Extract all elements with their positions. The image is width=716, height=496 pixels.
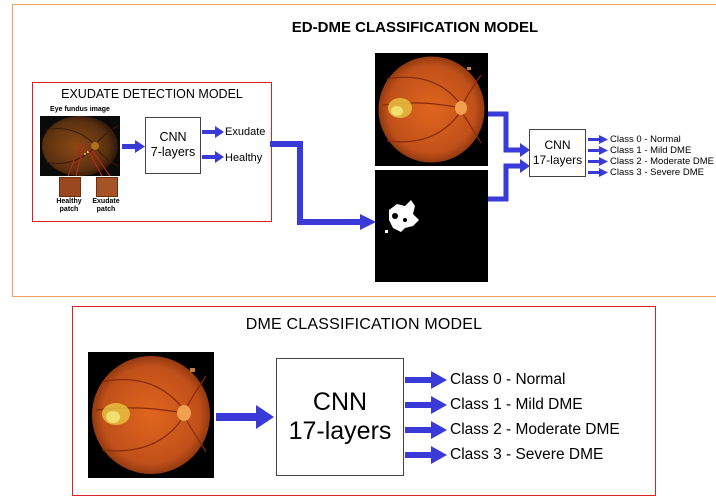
cnn17-top-line2: 17-layers xyxy=(532,153,583,167)
top-class-0: Class 0 - Normal xyxy=(610,134,681,145)
cnn-7-layers-box: CNN 7-layers xyxy=(145,117,201,174)
top-class-2: Class 2 - Moderate DME xyxy=(610,156,715,167)
cnn17-bottom-line1: CNN xyxy=(312,388,368,416)
cnn-17-layers-box-bottom: CNN 17-layers xyxy=(276,358,404,476)
arrow-retina-to-cnn xyxy=(216,405,274,429)
arrow-exudate-to-mask xyxy=(270,141,376,230)
healthy-patch-label: Healthy patch xyxy=(56,198,82,213)
arrows-top-classes xyxy=(588,135,608,177)
arrows-bottom-classes xyxy=(405,371,447,464)
cnn17-bottom-line2: 17-layers xyxy=(288,417,392,445)
arrow-to-healthy xyxy=(202,151,224,163)
healthy-patch-image xyxy=(59,177,81,197)
cnn-17-layers-box-top: CNN 17-layers xyxy=(529,129,586,177)
cnn7-line2: 7-layers xyxy=(150,145,196,159)
top-class-3: Class 3 - Severe DME xyxy=(610,167,704,178)
bottom-class-3: Class 3 - Severe DME xyxy=(450,446,604,463)
arrow-fundus-to-cnn xyxy=(122,140,145,153)
cnn7-line1: CNN xyxy=(159,130,187,144)
arrows-to-cnn17 xyxy=(488,111,530,202)
bottom-class-2: Class 2 - Moderate DME xyxy=(450,421,620,438)
bottom-class-0: Class 0 - Normal xyxy=(450,371,566,388)
retina-fundus-image-top xyxy=(375,53,488,166)
bottom-class-1: Class 1 - Mild DME xyxy=(450,396,583,413)
cnn17-top-line1: CNN xyxy=(544,138,571,152)
ed-dme-panel xyxy=(12,4,716,297)
exudate-patch-image xyxy=(96,177,118,197)
exudate-mask-image xyxy=(375,170,488,282)
top-class-1: Class 1 - Mild DME xyxy=(610,145,692,156)
fundus-image-label: Eye fundus image xyxy=(50,106,110,113)
dme-model-title: DME CLASSIFICATION MODEL xyxy=(245,316,483,333)
exudate-model-title: EXUDATE DETECTION MODEL xyxy=(61,87,243,101)
output-healthy: Healthy xyxy=(225,152,263,164)
retina-fundus-image-bottom xyxy=(88,352,214,478)
patch-connector-lines xyxy=(67,143,111,177)
arrow-to-exudate xyxy=(202,126,224,138)
output-exudate: Exudate xyxy=(225,126,266,138)
retina-fundus-image-small xyxy=(40,116,120,176)
exudate-patch-label: Exudate patch xyxy=(92,198,120,213)
ed-dme-title: ED-DME CLASSIFICATION MODEL xyxy=(291,19,539,36)
exudate-detection-panel xyxy=(32,82,272,222)
